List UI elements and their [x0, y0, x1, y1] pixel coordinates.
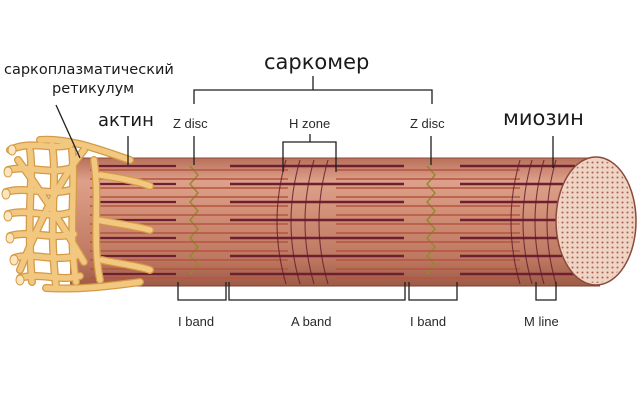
reticulum-tubule — [11, 253, 79, 261]
z-disc-right-label: Z disc — [410, 116, 445, 131]
a-band-label: A band — [291, 314, 332, 329]
sr-leader — [55, 104, 81, 159]
reticulum-tubule-end — [15, 274, 25, 286]
sarcomere-bracket — [193, 89, 433, 104]
reticulum-tubule — [7, 231, 77, 239]
reticulum-tubule — [43, 279, 143, 292]
reticulum-tubule — [17, 147, 87, 273]
reticulum-tubule — [99, 257, 153, 273]
band-arcs — [276, 159, 557, 285]
h-zone-label: H zone — [289, 116, 331, 131]
sarcoplasmic-reticulum — [1, 135, 154, 293]
band-arc — [534, 159, 545, 285]
band-arc — [290, 159, 301, 285]
actin-label: актин — [98, 110, 154, 131]
sr-label-line1: саркоплазматический — [4, 62, 174, 78]
band-arc — [318, 159, 329, 285]
reticulum-tubule — [26, 147, 35, 285]
i-band-left-label: I band — [178, 314, 215, 329]
band-arc — [546, 159, 557, 285]
reticulum-tubule-end — [1, 188, 11, 200]
sr-label-line2: ретикулум — [52, 81, 135, 97]
m-line-label: M line — [524, 314, 559, 329]
band-arc — [276, 159, 287, 285]
band-arc — [522, 159, 533, 285]
i-band-right-bracket — [408, 282, 458, 301]
a-band-bracket — [228, 282, 406, 301]
actin-filaments — [90, 169, 520, 279]
band-arc — [304, 159, 315, 285]
reticulum-tubule — [5, 165, 75, 174]
reticulum-tubule — [37, 137, 133, 163]
reticulum-tubule — [95, 217, 153, 233]
reticulum-tubule — [49, 142, 59, 289]
reticulum-tubule-end — [9, 254, 19, 266]
z-line — [426, 165, 436, 275]
m-line-bracket — [535, 282, 557, 301]
reticulum-tubule-end — [7, 144, 17, 156]
reticulum-tubule-end — [3, 210, 13, 222]
z-line — [189, 165, 199, 275]
z-line-group — [189, 165, 436, 275]
i-band-left-bracket — [177, 282, 227, 301]
leader-lines — [55, 76, 557, 301]
z-disc-left-label: Z disc — [173, 116, 208, 131]
reticulum-tubule — [97, 172, 153, 189]
myosin-label: миозин — [503, 106, 584, 130]
reticulum-tubule-end — [3, 166, 13, 178]
end-face-dots — [558, 159, 634, 283]
reticulum-tubule-end — [5, 232, 15, 244]
band-arc — [510, 159, 521, 285]
filament-layer — [90, 159, 575, 285]
sarcomere-label: саркомер — [264, 50, 370, 74]
reticulum-tubule — [5, 209, 75, 218]
i-band-right-label: I band — [410, 314, 447, 329]
